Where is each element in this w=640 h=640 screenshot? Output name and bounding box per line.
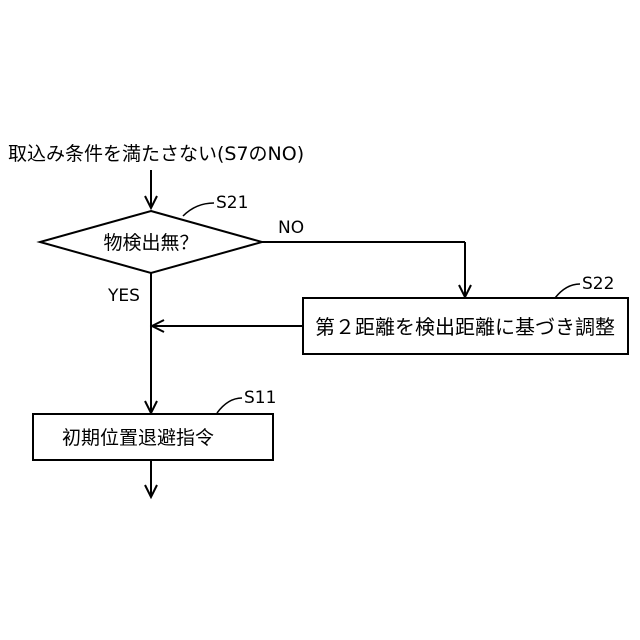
- adjust-step-leader: [555, 284, 580, 298]
- adjust-process-text: 第２距離を検出距離に基づき調整: [315, 315, 615, 339]
- decision-step-leader: [183, 203, 214, 216]
- retreat-process-text: 初期位置退避指令: [62, 427, 214, 449]
- yes-branch-label: YES: [107, 286, 140, 306]
- adjust-step-id: S22: [582, 274, 614, 294]
- decision-text: 物検出無？: [103, 232, 198, 254]
- retreat-step-id: S11: [244, 388, 276, 408]
- retreat-step-leader: [217, 398, 242, 413]
- decision-step-id: S21: [216, 193, 248, 213]
- entry-condition-label: 取込み条件を満たさない(S7のNO): [8, 143, 304, 165]
- no-branch-label: NO: [278, 218, 304, 238]
